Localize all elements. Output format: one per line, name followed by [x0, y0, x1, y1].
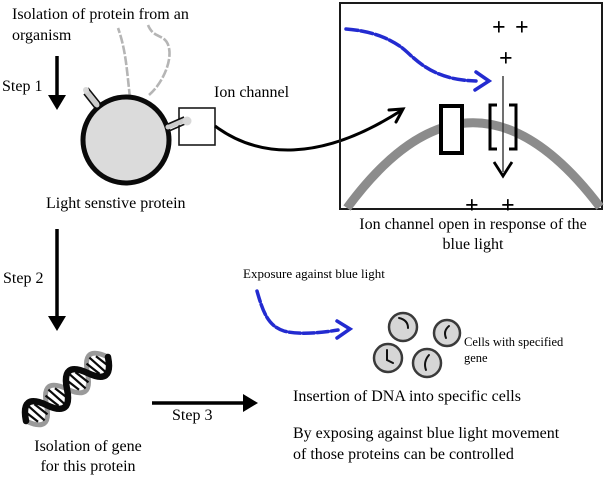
cell-icon [387, 311, 419, 343]
open-channel-icon [488, 103, 518, 151]
cells-with-gene-line1: Cells with specified [464, 335, 564, 349]
conclusion-line2: of those proteins can be controlled [293, 445, 514, 463]
closed-channel-icon [439, 104, 464, 155]
step2-label: Step 2 [3, 270, 44, 287]
isolation-gene-line1: Isolation of gene [34, 438, 142, 455]
inset-caption-line2: blue light [442, 235, 504, 253]
isolation-protein-line2: organism [12, 26, 72, 44]
flagellum-icon [116, 27, 132, 99]
cell-body [80, 94, 172, 186]
blue-light-arrow-icon [344, 27, 493, 92]
cells-with-gene-label: Cells with specified gene [464, 334, 563, 367]
exposure-arrow-icon [255, 289, 354, 340]
ion-channel-label: Ion channel [214, 84, 290, 101]
step1-label: Step 1 [2, 78, 43, 95]
ion-flow-arrow-icon [492, 76, 514, 179]
ion-plus-symbol: + [515, 15, 529, 41]
step2-arrow-icon [48, 229, 66, 331]
isolation-protein-label: Isolation of protein from an organism [12, 5, 189, 47]
ion-plus-symbol: + [501, 193, 515, 219]
inset-caption: Ion channel open in response of the blue… [333, 215, 608, 254]
conclusion-label: By exposing against blue light movement … [293, 424, 559, 466]
dna-helix-icon [21, 350, 113, 428]
ion-plus-symbol: + [499, 46, 513, 72]
inset-caption-line1: Ion channel open in response of the [359, 216, 587, 233]
ion-plus-symbol: + [465, 193, 479, 219]
step3-label: Step 3 [172, 407, 213, 424]
isolation-gene-line2: for this protein [40, 458, 136, 475]
exposure-label: Exposure against blue light [243, 266, 385, 281]
light-sensitive-protein-label: Light senstive protein [46, 195, 186, 212]
step1-arrow-icon [48, 56, 66, 110]
cell-icon [411, 347, 443, 379]
step3-arrow-icon [152, 394, 258, 412]
organism-cell [80, 24, 172, 186]
ion-plus-symbol: + [492, 15, 506, 41]
specified-cells-group [372, 311, 462, 379]
isolation-gene-label: Isolation of gene for this protein [18, 437, 158, 477]
ion-channel-box [178, 107, 216, 146]
insertion-dna-label: Insertion of DNA into specific cells [293, 388, 521, 405]
cells-with-gene-line2: gene [464, 351, 488, 366]
cell-icon [432, 318, 462, 348]
conclusion-line1: By exposing against blue light movement [293, 425, 560, 442]
pilus-icon [83, 87, 101, 109]
membrane-arc [343, 118, 604, 211]
pointer-arrow-icon [214, 107, 406, 152]
isolation-protein-line1: Isolation of protein from an [12, 6, 189, 23]
pilus-icon [165, 116, 192, 132]
inset-frame [339, 2, 603, 210]
flagellum-icon [146, 24, 171, 96]
